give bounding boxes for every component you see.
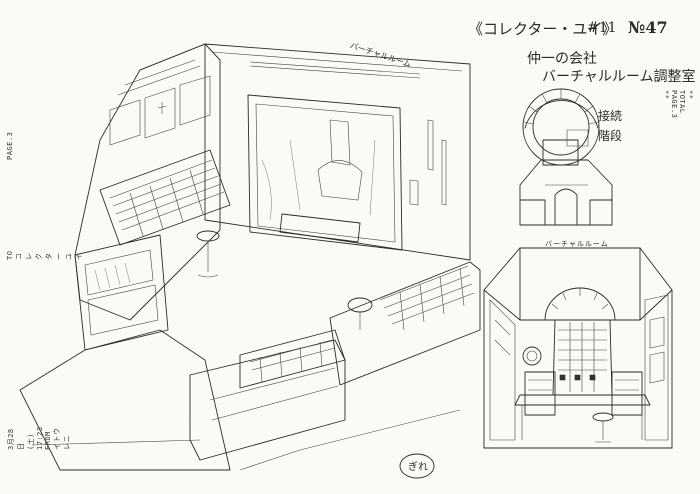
page-number: №47 <box>628 18 668 37</box>
stool-left <box>196 230 220 242</box>
production-title: 《コレクター・ユイ》 <box>468 20 618 38</box>
episode-number: #11 <box>587 20 617 36</box>
porthole <box>522 346 542 366</box>
stool-right <box>347 297 373 313</box>
approval-stamp-oval <box>399 453 435 479</box>
approval-stamp: ぎれ <box>408 462 428 473</box>
scene-line-2: バーチャルルーム調整室 <box>542 69 696 85</box>
main-room-drawing <box>19 43 481 471</box>
section-label: バーチャルルーム <box>545 240 609 248</box>
scene-line-1: 仲一の会社 <box>527 51 597 67</box>
main-screen <box>247 94 403 251</box>
floor-plan-drawing <box>519 88 613 226</box>
side-note-2: 階段 <box>598 129 623 143</box>
side-note-1: 接続 <box>598 109 623 123</box>
room-elevation-drawing <box>483 247 673 449</box>
